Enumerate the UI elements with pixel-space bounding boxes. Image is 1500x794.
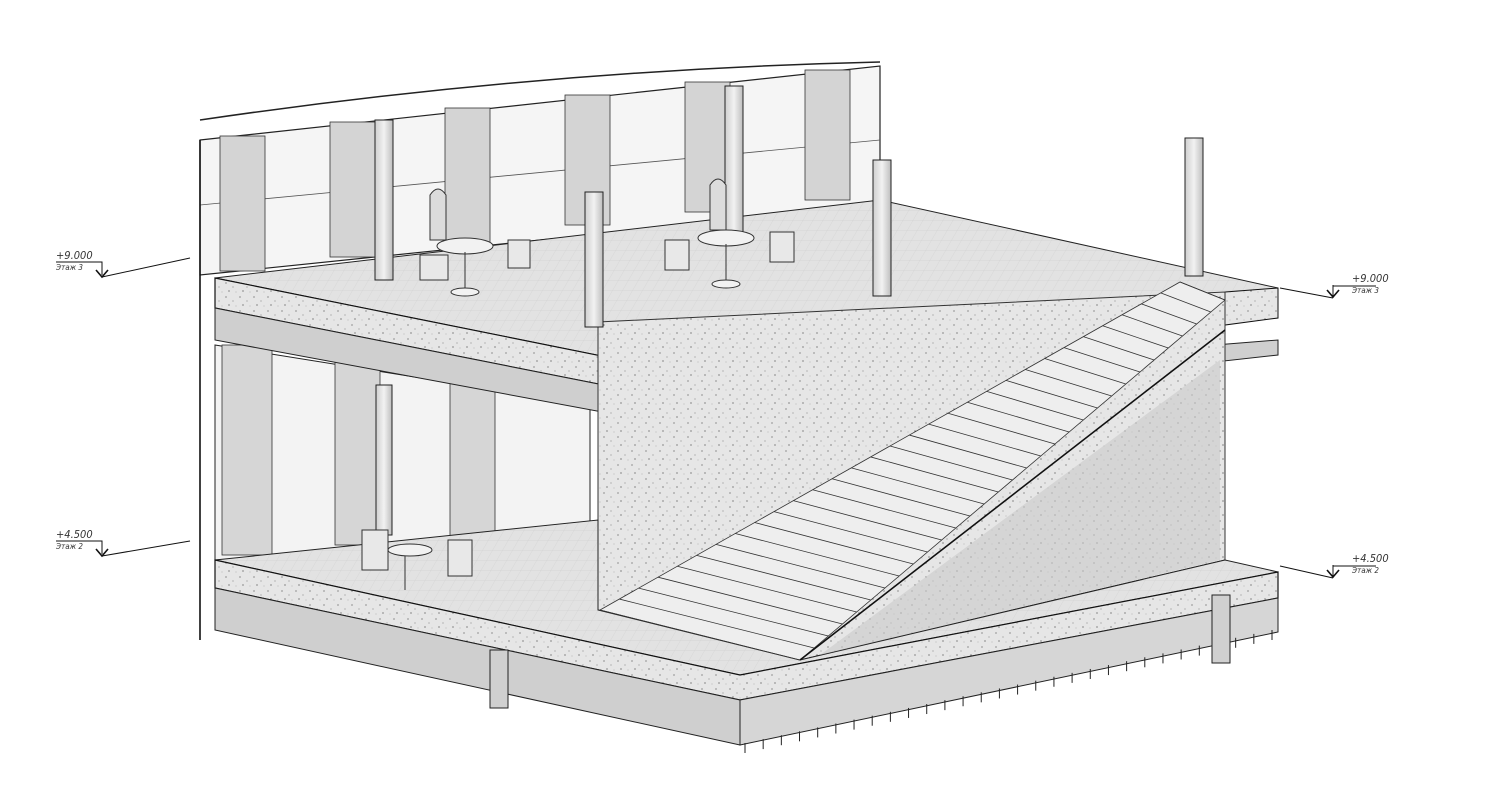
level-marker-left-upper	[56, 257, 191, 279]
stair-step-line	[638, 587, 829, 637]
column-6	[375, 384, 393, 536]
stair-step-line	[754, 522, 914, 565]
stair-step-line	[1044, 358, 1126, 385]
stair-shadow	[820, 360, 1220, 655]
stair-step-line	[812, 489, 956, 529]
curtain-wall-upper	[199, 61, 881, 276]
stair-step-line	[696, 554, 871, 601]
stair-step-line	[677, 565, 857, 613]
level-name: Этаж 3	[56, 263, 83, 272]
level-marker-right-upper	[1279, 285, 1376, 299]
stair-steps	[599, 281, 1226, 661]
upper-slab-edge-right	[1224, 287, 1279, 326]
stair-step-line	[1083, 336, 1155, 361]
level-name: Этаж 2	[1352, 566, 1379, 575]
level-elevation: +9.000	[56, 249, 93, 262]
stair-step-line	[831, 478, 971, 517]
stair-step-line	[1141, 303, 1197, 325]
floor-ribs	[744, 630, 1273, 753]
stair-step-line	[986, 390, 1084, 421]
stair-step-line	[947, 412, 1056, 445]
column-2	[584, 191, 604, 328]
column-3	[724, 85, 744, 237]
level-elevation: +4.500	[1352, 552, 1389, 565]
level-marker-left-lower	[56, 540, 191, 558]
stair-step-line	[851, 467, 985, 505]
furniture-lower	[361, 529, 473, 590]
stair-step-line	[793, 500, 942, 541]
column-5	[1184, 137, 1204, 277]
stair-step-line	[1179, 281, 1226, 301]
support-column-a	[489, 649, 509, 709]
staircase	[598, 281, 1226, 661]
level-elevation: +4.500	[56, 528, 93, 541]
stair-step-line	[1121, 314, 1183, 337]
level-name: Этаж 2	[56, 542, 83, 551]
stair-step-line	[599, 609, 801, 661]
stair-step-line	[657, 576, 843, 625]
level-label-left-lower: +4.500 Этаж 2	[56, 529, 93, 551]
stair-step-line	[928, 423, 1041, 457]
stair-step-line	[1063, 347, 1141, 373]
level-label-left-upper: +9.000 Этаж 3	[56, 250, 93, 272]
curtain-wall-lower	[214, 344, 591, 561]
stair-step-line	[619, 598, 815, 649]
columns	[374, 85, 1204, 536]
level-marker-right-lower	[1279, 565, 1376, 579]
column-1	[374, 119, 394, 281]
level-elevation: +9.000	[1352, 272, 1389, 285]
level-name: Этаж 3	[1352, 286, 1379, 295]
level-label-right-upper: +9.000 Этаж 3	[1352, 273, 1389, 295]
lower-beam-right	[739, 597, 1279, 746]
support-column-b	[1211, 594, 1231, 664]
column-4	[872, 159, 892, 297]
level-label-right-lower: +4.500 Этаж 2	[1352, 553, 1389, 575]
stair-step-line	[1025, 369, 1112, 397]
stair-step-line	[1102, 325, 1169, 349]
stair-step-line	[967, 401, 1070, 433]
stair-step-line	[870, 456, 999, 493]
stair-step-line	[735, 533, 900, 577]
stair-step-line	[773, 511, 928, 553]
furniture-upper	[419, 178, 795, 297]
stair-step-line	[715, 544, 886, 589]
stair-step-line	[889, 445, 1013, 481]
stair-step-line	[1005, 380, 1098, 409]
stair-step-line	[1160, 292, 1211, 313]
stair-step-line	[909, 434, 1027, 469]
